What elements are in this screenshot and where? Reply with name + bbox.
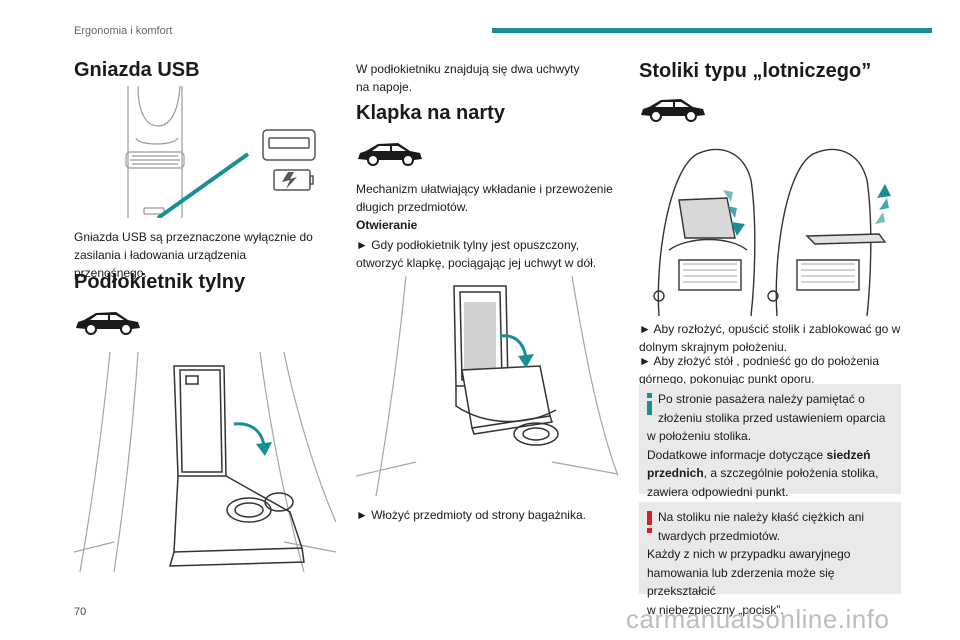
airline-tables-illustration [653,148,891,316]
info-line-5: , a szczególnie położenia stolika, [703,466,879,480]
info-line-4: Dodatkowe informacje dotyczące [647,447,824,462]
info-bold-front: przednich [647,466,704,480]
usb-title: Gniazda USB [74,59,200,81]
tables-title: Stoliki typu „lotniczego” [639,60,872,82]
car-silhouette-icon [641,99,705,122]
ski-intro: Mechanizm ułatwiający wkładanie i przewo… [356,182,613,214]
info-bold-seats: siedzeń [826,447,871,462]
rear-armrest-illustration [74,352,336,572]
ski-step-2: ► Włożyć przedmioty od strony bagażnika. [356,508,586,522]
warning-box: Na stoliku nie należy kłaść ciężkich ani… [639,502,901,617]
header-accent-bar [492,28,932,33]
warning-line-3: Każdy z nich w przypadku awaryjnego [647,547,851,561]
cupholders-text: W podłokietniku znajdują się dwa uchwyty… [356,62,580,94]
car-silhouette-icon [76,312,140,335]
page-number: 70 [74,606,87,618]
usb-description: Gniazda USB są przeznaczone wyłącznie do… [74,230,313,280]
info-line-1: Po stronie pasażera należy pamiętać o [658,392,865,406]
watermark: carmanualsonline.info [626,604,890,634]
warning-icon [647,511,652,533]
warning-line-5: w niebezpieczny „pocisk”. [647,602,784,617]
info-box: Po stronie pasażera należy pamiętać o zł… [639,384,901,499]
tables-step-1: ► Aby rozłożyć, opuścić stolik i zabloko… [639,322,901,354]
warning-line-2: twardych przedmiotów. [658,528,781,543]
warning-line-4: hamowania lub zderzenia może się przeksz… [647,565,835,599]
armrest-title: Podłokietnik tylny [74,271,246,293]
ski-hatch-title: Klapka na narty [356,102,505,124]
tables-step-2: ► Aby złożyć stół , podnieść go do położ… [639,354,880,386]
info-line-2: złożeniu stolika przed ustawieniem oparc… [658,410,886,425]
info-line-6: zawiera odpowiedni punkt. [647,484,789,499]
warning-line-1: Na stoliku nie należy kłaść ciężkich ani [658,510,865,524]
ski-hatch-illustration [356,276,618,496]
info-line-3: w położeniu stolika. [647,429,752,443]
ski-opening-subtitle: Otwieranie [356,218,418,232]
usb-illustration [125,86,316,218]
info-icon [647,393,652,415]
car-silhouette-icon [358,143,422,166]
ski-step-1: ► Gdy podłokietnik tylny jest opuszczony… [356,238,597,270]
header-section-title: Ergonomia i komfort [74,25,173,37]
